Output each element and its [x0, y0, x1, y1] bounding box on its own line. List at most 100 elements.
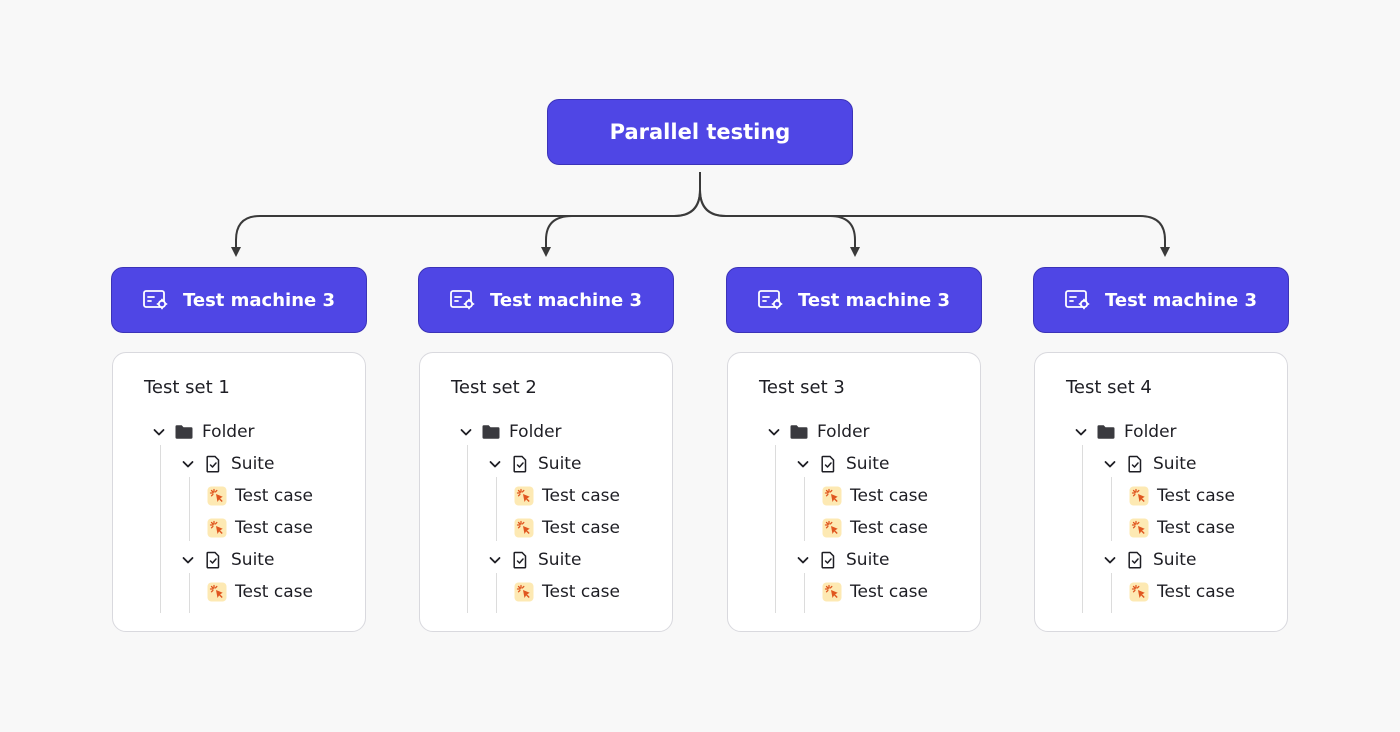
folder-icon	[1097, 425, 1115, 439]
test-set-title: Test set 1	[144, 377, 230, 398]
test-machine-node-2[interactable]: Test machine 3	[418, 267, 674, 333]
suite-label: Suite	[846, 454, 890, 474]
tree-folder-row[interactable]: Folder	[459, 420, 562, 444]
folder-icon	[175, 425, 193, 439]
tree-test-case-row[interactable]: Test case	[822, 484, 928, 508]
folder-guide-line	[467, 445, 468, 613]
tree-suite-row[interactable]: Suite	[181, 452, 274, 476]
folder-guide-line	[775, 445, 776, 613]
test-set-title: Test set 3	[759, 377, 845, 398]
connector-to-machine-1	[231, 172, 701, 257]
test-case-icon	[207, 582, 227, 602]
tree-test-case-row[interactable]: Test case	[1129, 516, 1235, 540]
test-machine-node-1[interactable]: Test machine 3	[111, 267, 367, 333]
test-case-icon	[1129, 486, 1149, 506]
test-case-icon	[207, 518, 227, 538]
tree-suite-row[interactable]: Suite	[796, 452, 889, 476]
folder-guide-line	[1082, 445, 1083, 613]
suite-guide-line	[189, 477, 190, 541]
folder-label: Folder	[817, 422, 870, 442]
test-case-icon	[1129, 518, 1149, 538]
tree-suite-row[interactable]: Suite	[796, 548, 889, 572]
tree-folder-row[interactable]: Folder	[152, 420, 255, 444]
tree-suite-row[interactable]: Suite	[488, 548, 581, 572]
tree-suite-row[interactable]: Suite	[1103, 548, 1196, 572]
chevron-down-icon[interactable]	[459, 425, 473, 439]
tree-test-case-row[interactable]: Test case	[207, 484, 313, 508]
test-set-card-2: Test set 2 Folder Suite Test case Test c…	[419, 352, 673, 632]
suite-file-icon	[1128, 551, 1142, 569]
suite-file-icon	[821, 455, 835, 473]
suite-label: Suite	[538, 454, 582, 474]
test-machine-label: Test machine 3	[182, 289, 336, 311]
test-case-icon	[207, 486, 227, 506]
folder-icon	[790, 425, 808, 439]
test-case-icon	[514, 518, 534, 538]
suite-file-icon	[821, 551, 835, 569]
tree-test-case-row[interactable]: Test case	[822, 580, 928, 604]
tree-test-case-row[interactable]: Test case	[514, 484, 620, 508]
test-set-title: Test set 2	[451, 377, 537, 398]
chevron-down-icon[interactable]	[796, 553, 810, 567]
chevron-down-icon[interactable]	[796, 457, 810, 471]
monitor-settings-icon	[450, 290, 475, 310]
suite-file-icon	[513, 551, 527, 569]
test-case-icon	[1129, 582, 1149, 602]
folder-label: Folder	[1124, 422, 1177, 442]
chevron-down-icon[interactable]	[181, 553, 195, 567]
test-case-label: Test case	[542, 518, 620, 538]
chevron-down-icon[interactable]	[488, 553, 502, 567]
tree-test-case-row[interactable]: Test case	[207, 580, 313, 604]
chevron-down-icon[interactable]	[181, 457, 195, 471]
tree-suite-row[interactable]: Suite	[488, 452, 581, 476]
tree-folder-row[interactable]: Folder	[767, 420, 870, 444]
test-machine-node-4[interactable]: Test machine 3	[1033, 267, 1289, 333]
tree-test-case-row[interactable]: Test case	[1129, 580, 1235, 604]
chevron-down-icon[interactable]	[767, 425, 781, 439]
test-case-icon	[822, 486, 842, 506]
test-set-card-3: Test set 3 Folder Suite Test case Test c…	[727, 352, 981, 632]
test-case-label: Test case	[235, 518, 313, 538]
suite-label: Suite	[538, 550, 582, 570]
test-set-title: Test set 4	[1066, 377, 1152, 398]
suite-guide-line	[804, 573, 805, 613]
suite-label: Suite	[1153, 454, 1197, 474]
tree-test-case-row[interactable]: Test case	[1129, 484, 1235, 508]
chevron-down-icon[interactable]	[1103, 457, 1117, 471]
test-machine-node-3[interactable]: Test machine 3	[726, 267, 982, 333]
parallel-testing-node[interactable]: Parallel testing	[547, 99, 853, 165]
suite-label: Suite	[231, 550, 275, 570]
suite-label: Suite	[846, 550, 890, 570]
suite-guide-line	[1111, 477, 1112, 541]
chevron-down-icon[interactable]	[1103, 553, 1117, 567]
folder-guide-line	[160, 445, 161, 613]
suite-file-icon	[513, 455, 527, 473]
chevron-down-icon[interactable]	[152, 425, 166, 439]
tree-test-case-row[interactable]: Test case	[822, 516, 928, 540]
tree-suite-row[interactable]: Suite	[181, 548, 274, 572]
test-set-card-1: Test set 1 Folder Suite Test case Test c…	[112, 352, 366, 632]
chevron-down-icon[interactable]	[488, 457, 502, 471]
tree-folder-row[interactable]: Folder	[1074, 420, 1177, 444]
test-machine-label: Test machine 3	[1104, 289, 1258, 311]
test-case-label: Test case	[235, 486, 313, 506]
test-case-icon	[514, 582, 534, 602]
chevron-down-icon[interactable]	[1074, 425, 1088, 439]
tree-suite-row[interactable]: Suite	[1103, 452, 1196, 476]
test-case-icon	[514, 486, 534, 506]
suite-label: Suite	[231, 454, 275, 474]
test-machine-label: Test machine 3	[797, 289, 951, 311]
suite-file-icon	[206, 551, 220, 569]
tree-test-case-row[interactable]: Test case	[207, 516, 313, 540]
suite-guide-line	[189, 573, 190, 613]
test-case-label: Test case	[235, 582, 313, 602]
suite-label: Suite	[1153, 550, 1197, 570]
test-case-label: Test case	[850, 582, 928, 602]
folder-label: Folder	[509, 422, 562, 442]
tree-test-case-row[interactable]: Test case	[514, 516, 620, 540]
test-case-label: Test case	[850, 486, 928, 506]
folder-icon	[482, 425, 500, 439]
test-set-card-4: Test set 4 Folder Suite Test case Test c…	[1034, 352, 1288, 632]
connector-to-machine-4	[699, 189, 1170, 257]
tree-test-case-row[interactable]: Test case	[514, 580, 620, 604]
